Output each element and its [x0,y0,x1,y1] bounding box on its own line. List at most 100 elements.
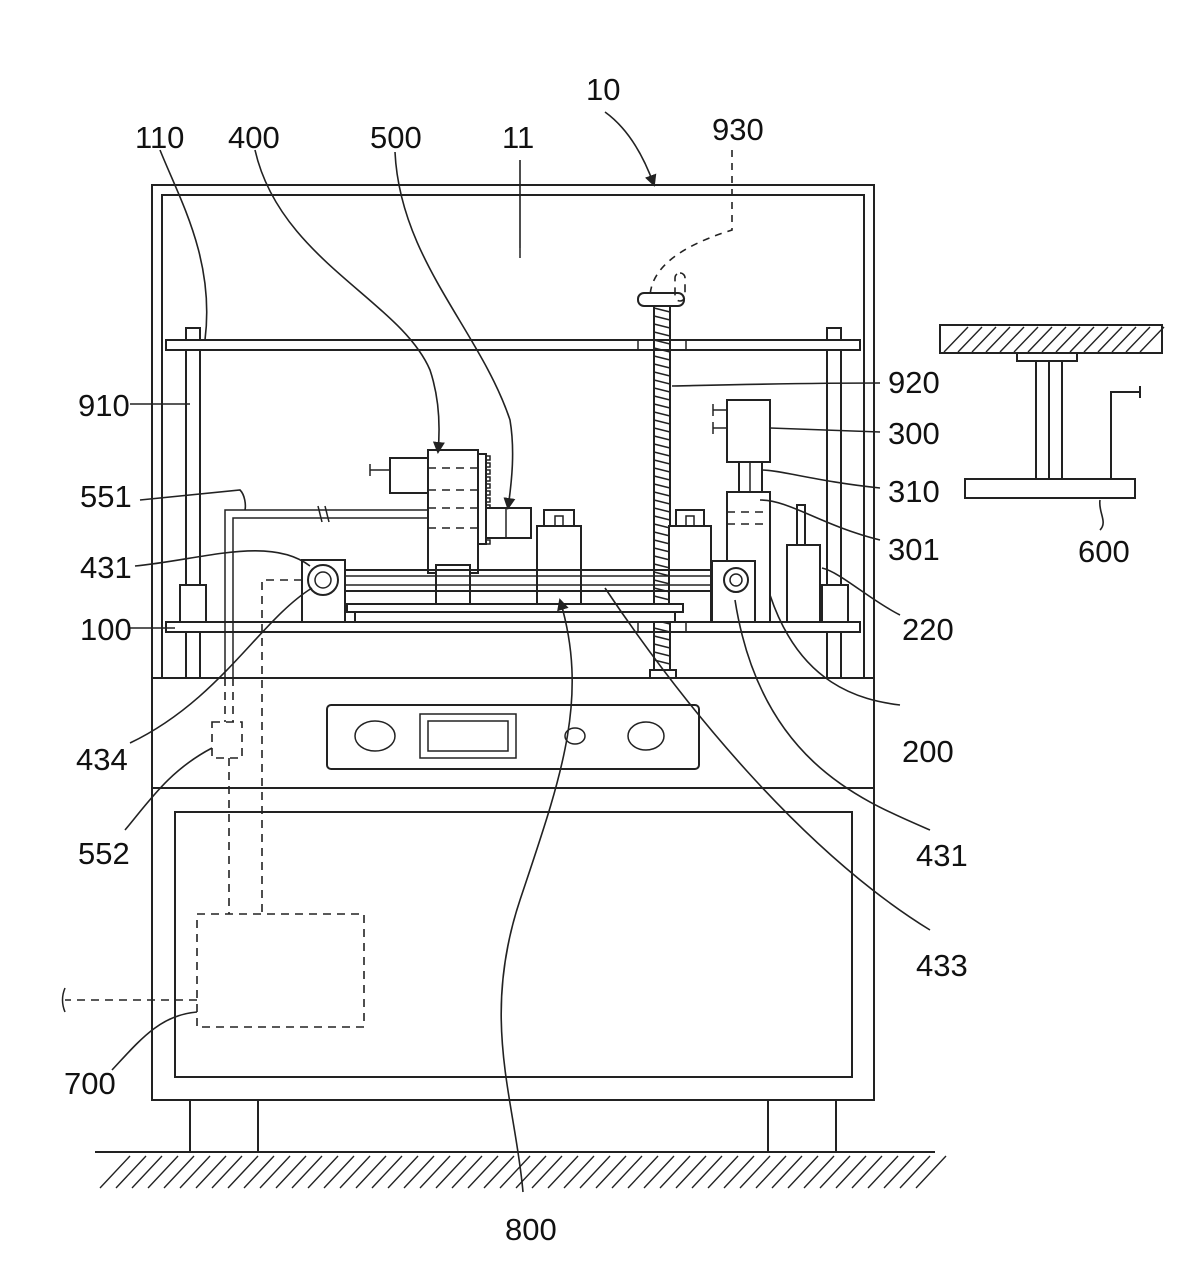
hatch-stroke [654,524,670,528]
hatch-stroke [676,1156,706,1188]
hatch-stroke [654,556,670,560]
label-434: 434 [76,742,128,777]
label-600: 600 [1078,534,1130,569]
hatch-stroke [654,380,670,384]
controller-700 [197,914,364,1027]
hatch-stroke [628,1156,658,1188]
hatch-stroke [196,1156,226,1188]
hatch-stroke [654,492,670,496]
hatch-stroke [654,444,670,448]
hatch-stroke [654,324,670,328]
hatch-stroke [852,1156,882,1188]
hatch-stroke [276,1156,306,1188]
hatch-stroke [654,580,670,584]
hatch-stroke [324,1156,354,1188]
hatch-stroke [654,388,670,392]
hatch-stroke [292,1156,322,1188]
label-552: 552 [78,836,130,871]
hatch-stroke [654,644,670,648]
hatch-stroke [804,1156,834,1188]
hatch-stroke [654,420,670,424]
label-920: 920 [888,365,940,400]
hatch-stroke [654,396,670,400]
motor-500 [486,508,531,538]
hatch-stroke [148,1156,178,1188]
connector-552 [212,722,242,758]
hatch-stroke [654,548,670,552]
hatch-stroke [836,1156,866,1188]
hatch-stroke [228,1156,258,1188]
hatch-stroke [372,1156,402,1188]
hidden-wiring [63,580,365,1027]
hatch-stroke [356,1156,386,1188]
label-400: 400 [228,120,280,155]
label-110: 110 [135,120,184,155]
gear-tooth [486,491,490,495]
label-500: 500 [370,120,422,155]
hatch-stroke [654,356,670,360]
workpiece-plate-600 [965,479,1135,498]
reference-numerals: 10 110 400 500 11 930 910 920 300 310 30… [64,72,1130,1247]
label-700: 700 [64,1066,116,1101]
label-200: 200 [902,734,954,769]
hatch-stroke [116,1156,146,1188]
hatch-stroke [596,1156,626,1188]
hatch-stroke [436,1156,466,1188]
hatch-stroke [644,1156,674,1188]
hatch-stroke [484,1156,514,1188]
gear-tooth [486,463,490,467]
gear-tooth [486,477,490,481]
hatch-stroke [654,484,670,488]
gear-tooth [486,498,490,502]
hatch-stroke [820,1156,850,1188]
hatch-stroke [654,460,670,464]
hatch-stroke [916,1156,946,1188]
stand-220 [787,505,820,622]
hatch-stroke [244,1156,274,1188]
upper-plate-110 [166,340,860,350]
hatch-stroke [654,316,670,320]
label-431-right: 431 [916,838,968,873]
hatch-stroke [564,1156,594,1188]
hatch-stroke [654,596,670,600]
spindle-unit-400 [370,450,490,622]
hatch-stroke [868,1156,898,1188]
post-block-left [180,585,206,622]
hatch-stroke [654,364,670,368]
pulley-block-right-431 [712,561,755,622]
hatch-stroke [654,516,670,520]
hatch-stroke [724,1156,754,1188]
hatch-stroke [180,1156,210,1188]
hatch-stroke [260,1156,290,1188]
hatch-stroke [654,508,670,512]
hatch-stroke [100,1156,130,1188]
hatch-stroke [660,1156,690,1188]
gear-tooth [486,484,490,488]
hatch-stroke [654,468,670,472]
hatch-stroke [212,1156,242,1188]
gear-tooth [486,470,490,474]
hatch-stroke [612,1156,642,1188]
piston-rod-310 [739,462,762,492]
control-panel [327,705,699,769]
ceiling-mount [940,325,1164,479]
hatch-stroke [654,532,670,536]
label-310: 310 [888,474,940,509]
hatch-stroke [654,404,670,408]
hatch-stroke [452,1156,482,1188]
hatch-stroke [654,436,670,440]
hatch-stroke [548,1156,578,1188]
leader-lines [112,112,1103,1192]
label-10: 10 [586,72,620,107]
label-11: 11 [502,120,534,155]
label-433: 433 [916,948,968,983]
hatch-stroke [580,1156,610,1188]
hatch-stroke [654,652,670,656]
hatch-stroke [308,1156,338,1188]
label-800: 800 [505,1212,557,1247]
gear-tooth [486,456,490,460]
hatch-stroke [132,1156,162,1188]
hatch-stroke [654,332,670,336]
gear-tooth [486,540,490,544]
